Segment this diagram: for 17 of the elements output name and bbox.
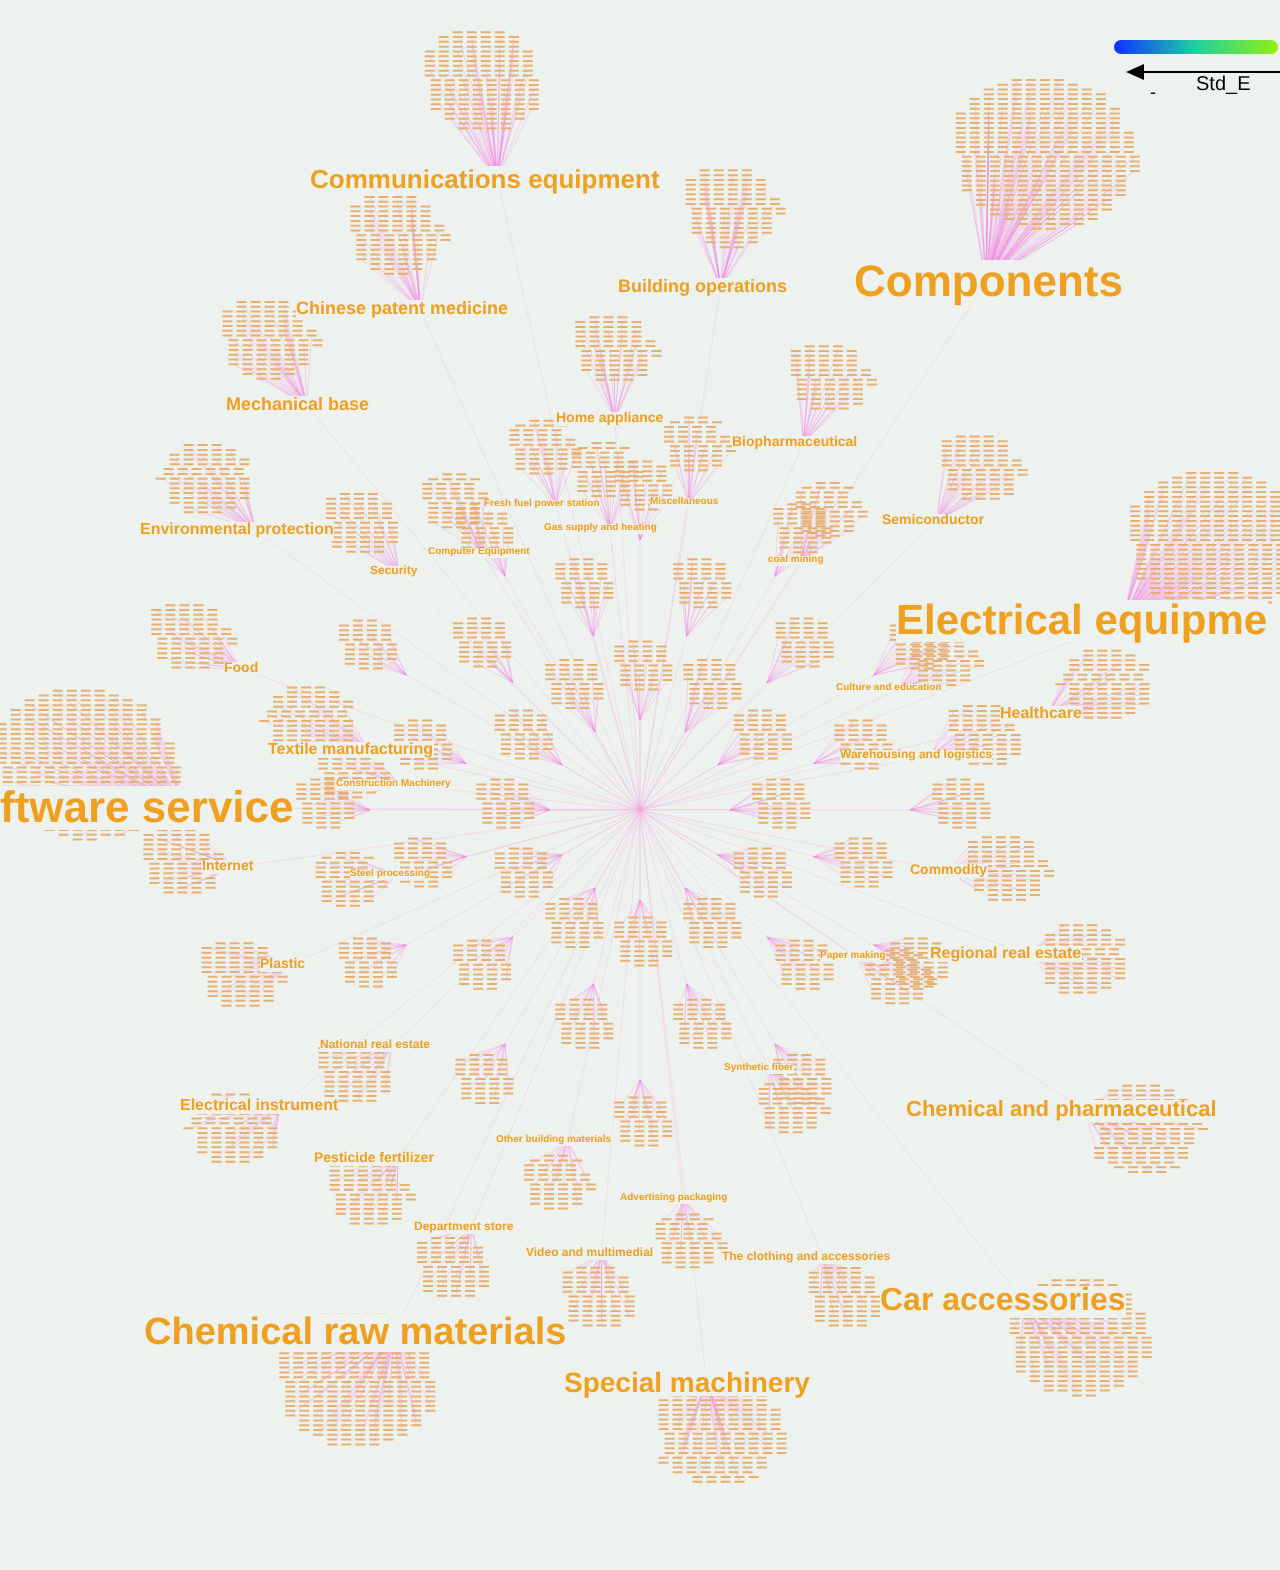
industry-label: Healthcare — [1000, 706, 1082, 722]
industry-label: Textile manufacturing — [268, 742, 434, 758]
industry-label: Building operations — [618, 278, 787, 296]
industry-label: Car accessories — [880, 1286, 1126, 1318]
industry-label: Special machinery — [564, 1368, 810, 1396]
industry-label: Chemical raw materials — [144, 1314, 567, 1352]
industry-label: Chemical and pharmaceutical — [906, 1100, 1217, 1122]
industry-label: Electrical equipme — [896, 600, 1268, 642]
industry-label: ftware service — [0, 786, 294, 830]
scale-label: Std_E — [1196, 76, 1251, 96]
industry-label: Components — [854, 260, 1123, 304]
industry-label: Communications equipment — [310, 166, 660, 192]
industry-label: Electrical instrument — [180, 1098, 339, 1114]
industry-label: Chinese patent medicine — [296, 300, 509, 318]
industry-label: Mechanical base — [226, 396, 370, 414]
industry-label: Environmental protection — [140, 522, 334, 538]
industry-label: Regional real estate — [930, 946, 1082, 962]
